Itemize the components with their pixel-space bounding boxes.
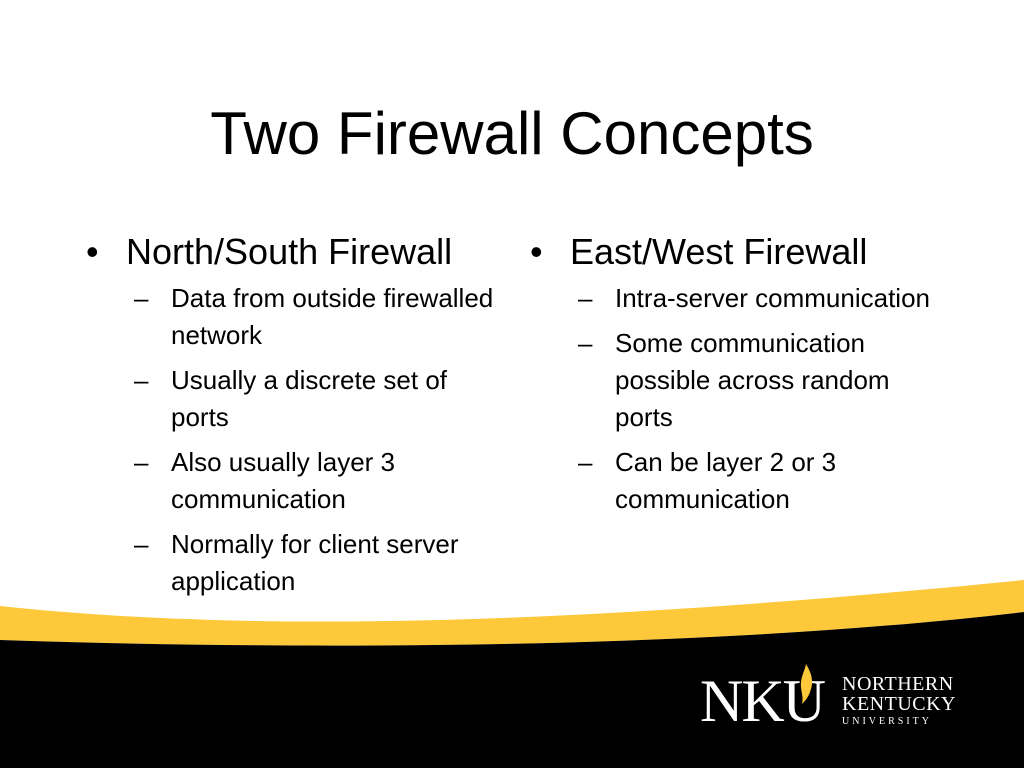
logo-line-northern: NORTHERN [842, 673, 954, 695]
sub-list: – Data from outside firewalled network –… [84, 280, 504, 600]
dash-icon: – [134, 529, 149, 559]
dash-icon: – [134, 365, 149, 395]
list-item: – Normally for client server application [84, 526, 504, 600]
list-item: – Also usually layer 3 communication [84, 444, 504, 518]
black-band [0, 612, 1024, 768]
sub-list: – Intra-server communication – Some comm… [528, 280, 938, 518]
bullet-heading: • North/South Firewall [84, 228, 504, 276]
list-item-text: Can be layer 2 or 3 communication [615, 447, 837, 514]
logo-line-university: UNIVERSITY [842, 716, 932, 727]
bullet-icon: • [86, 231, 99, 272]
column-east-west: • East/West Firewall – Intra-server comm… [528, 228, 938, 526]
list-item-text: Intra-server communication [615, 283, 930, 313]
gold-swoosh [0, 580, 1024, 646]
logo-text: NORTHERN KENTUCKY UNIVERSITY [842, 674, 956, 729]
dash-icon: – [578, 283, 593, 313]
list-item: – Can be layer 2 or 3 communication [528, 444, 938, 518]
heading-text: East/West Firewall [570, 231, 868, 272]
list-item: – Data from outside firewalled network [84, 280, 504, 354]
dash-icon: – [134, 447, 149, 477]
bullet-heading: • East/West Firewall [528, 228, 938, 276]
column-north-south: • North/South Firewall – Data from outsi… [84, 228, 504, 608]
nku-logo: NKU NORTHERN KENTUCKY UNIVERSITY [700, 664, 980, 736]
dash-icon: – [134, 283, 149, 313]
page-title: Two Firewall Concepts [210, 100, 814, 167]
logo-line-kentucky: KENTUCKY [842, 693, 956, 715]
dash-icon: – [578, 328, 593, 358]
list-item: – Usually a discrete set of ports [84, 362, 504, 436]
list-item-text: Usually a discrete set of ports [171, 365, 448, 432]
list-item-text: Normally for client server application [171, 529, 459, 596]
flame-icon [800, 664, 813, 704]
heading-text: North/South Firewall [126, 231, 453, 272]
bullet-icon: • [530, 231, 543, 272]
list-item-text: Some communication possible across rando… [615, 328, 890, 432]
dash-icon: – [578, 447, 593, 477]
list-item: – Intra-server communication [528, 280, 938, 317]
list-item: – Some communication possible across ran… [528, 325, 938, 436]
list-item-text: Also usually layer 3 communication [171, 447, 395, 514]
list-item-text: Data from outside firewalled network [171, 283, 494, 350]
